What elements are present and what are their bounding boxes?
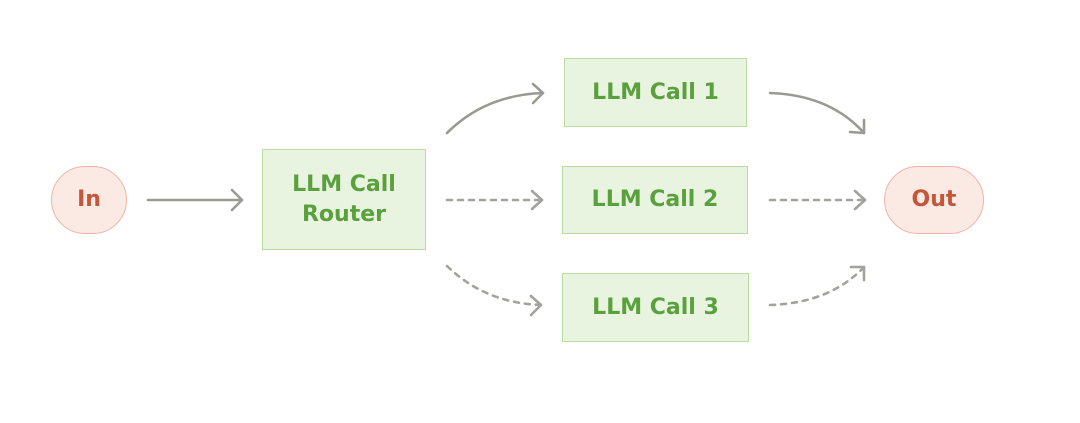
arrow-in-to-router — [146, 188, 244, 212]
arrow-router-to-call3 — [445, 264, 543, 317]
router-llm-node-label: LLM Call Router — [292, 171, 396, 227]
llm-call-3-label: LLM Call 3 — [592, 294, 719, 320]
arrow-router-to-call2 — [445, 189, 544, 211]
arrow-call2-to-out — [768, 189, 867, 211]
llm-call-2-label: LLM Call 2 — [591, 187, 719, 213]
llm-call-1-label: LLM Call 1 — [592, 79, 719, 105]
arrow-call3-to-out — [768, 265, 866, 307]
arrow-router-to-call1 — [445, 82, 545, 135]
output-node: Out — [884, 166, 984, 234]
arrow-call1-to-out — [768, 91, 866, 135]
output-node-label: Out — [911, 187, 957, 213]
llm-call-3-node: LLM Call 3 — [562, 273, 749, 342]
router-llm-node: LLM Call Router — [262, 149, 426, 250]
llm-call-2-node: LLM Call 2 — [562, 166, 748, 234]
input-node: In — [51, 166, 127, 234]
llm-call-1-node: LLM Call 1 — [564, 58, 747, 127]
input-node-label: In — [77, 187, 101, 213]
